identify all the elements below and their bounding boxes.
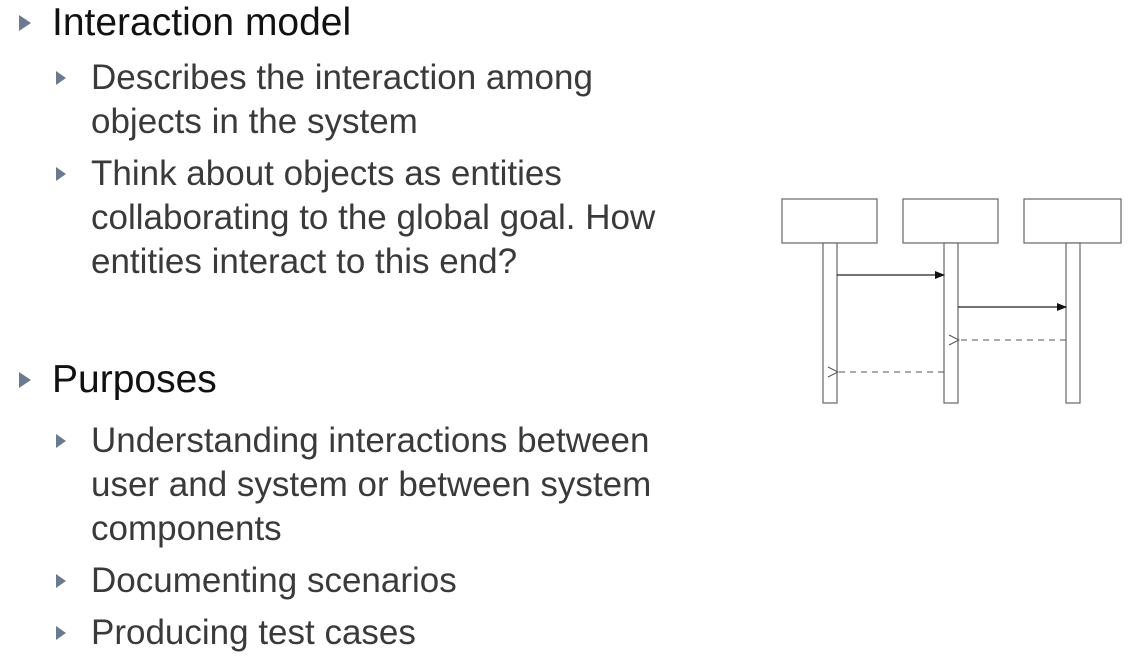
object-box: [902, 198, 999, 244]
section-purposes: Purposes Understanding interactions betw…: [0, 357, 711, 655]
bullet-text: Describes the interaction among objects …: [91, 58, 593, 141]
triangle-bullet-icon: [55, 433, 67, 449]
bullet-item: Understanding interactions between user …: [0, 419, 711, 551]
triangle-bullet-icon: [55, 166, 67, 182]
bullet-text: Documenting scenarios: [91, 561, 457, 600]
heading-text: Purposes: [52, 358, 217, 401]
bullet-text: Producing test cases: [91, 613, 416, 652]
activation-bar: [822, 242, 838, 404]
triangle-bullet-icon: [55, 70, 67, 86]
bullet-text: Understanding interactions between user …: [91, 421, 652, 548]
triangle-bullet-icon: [55, 625, 67, 641]
heading-purposes: Purposes: [0, 357, 711, 403]
triangle-bullet-icon: [55, 573, 67, 589]
object-box: [781, 198, 878, 244]
heading-text: Interaction model: [52, 1, 352, 44]
bullet-text: Think about objects as entities collabor…: [91, 154, 656, 281]
bullet-item: Documenting scenarios: [0, 559, 711, 603]
object-box: [1023, 198, 1122, 244]
bullet-item: Think about objects as entities collabor…: [0, 152, 711, 284]
bullet-item: Describes the interaction among objects …: [0, 56, 711, 144]
triangle-bullet-icon: [18, 371, 32, 389]
triangle-bullet-icon: [18, 14, 32, 32]
bullet-item: Producing test cases: [0, 611, 711, 655]
section-interaction-model: Interaction model Describes the interact…: [0, 0, 711, 284]
activation-bar: [943, 242, 959, 404]
heading-interaction-model: Interaction model: [0, 0, 711, 46]
activation-bar: [1065, 242, 1081, 404]
sequence-diagram: [781, 198, 1122, 404]
